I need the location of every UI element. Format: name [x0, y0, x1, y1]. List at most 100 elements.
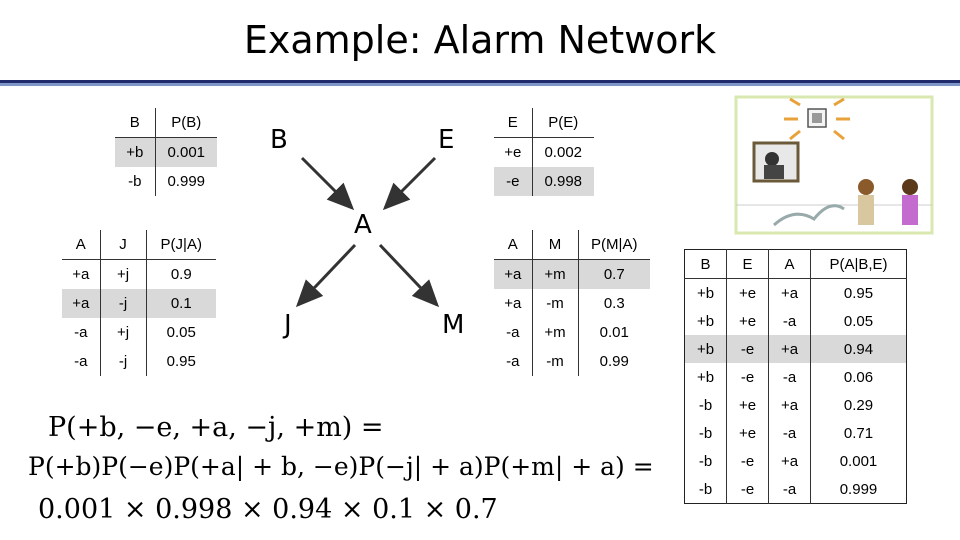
table-cell: +b — [696, 284, 715, 302]
table-cell: +a — [72, 266, 90, 283]
table-cell: -e — [726, 447, 769, 475]
table-p-j-given-a: A J P(J|A) +a +j 0.9 +a -j 0.1 -a +j 0.0… — [62, 230, 216, 376]
table-header: B — [684, 249, 727, 279]
table-cell: -b — [698, 396, 713, 414]
node-a: A — [354, 210, 372, 240]
table-cell: -a — [506, 324, 520, 341]
table-cell: +a — [504, 295, 522, 312]
table-cell: -e — [726, 363, 769, 391]
table-cell: +b — [684, 335, 727, 363]
table-cell: 0.29 — [810, 391, 907, 419]
table-header: P(J|A) — [145, 230, 216, 260]
edge-b-a — [300, 156, 355, 211]
table-p-m-given-a: A M P(M|A) +a +m 0.7 +a -m 0.3 -a +m 0.0… — [494, 230, 650, 376]
equation-line-3: 0.001 × 0.998 × 0.94 × 0.1 × 0.7 — [38, 494, 498, 525]
table-cell: -b — [128, 173, 142, 190]
table-cell: +e — [726, 307, 769, 335]
edge-a-m — [378, 243, 440, 308]
table-cell: 0.001 — [810, 447, 907, 475]
table-cell: 0.06 — [810, 363, 907, 391]
table-cell: -m — [531, 289, 578, 318]
table-p-a-given-b-e: B E A P(A|B,E) +b +e +a 0.95 +b +e -a 0.… — [684, 249, 907, 504]
table-header: A — [62, 230, 100, 260]
table-cell: -a — [74, 353, 88, 370]
table-cell: 0.3 — [577, 289, 650, 318]
table-cell: -b — [698, 424, 713, 442]
node-e: E — [438, 125, 455, 155]
table-cell: 0.95 — [145, 347, 216, 376]
table-cell: +a — [494, 259, 532, 289]
table-header: J — [99, 230, 146, 260]
table-cell: 0.002 — [531, 137, 594, 167]
table-cell: +a — [768, 278, 811, 307]
table-cell: -e — [494, 167, 532, 196]
alarm-icon — [784, 97, 850, 141]
table-header: P(A|B,E) — [810, 249, 907, 279]
table-header: P(E) — [531, 108, 594, 138]
people-icon — [858, 179, 918, 225]
table-header: E — [726, 249, 769, 279]
table-cell: 0.001 — [154, 137, 217, 167]
table-cell: +b — [115, 137, 155, 167]
table-cell: -a — [768, 475, 811, 504]
table-header: P(M|A) — [577, 230, 650, 260]
edge-e-a — [382, 156, 437, 211]
table-cell: -b — [698, 480, 713, 498]
table-cell: -m — [531, 347, 578, 376]
table-cell: 0.999 — [810, 475, 907, 504]
table-cell: 0.01 — [577, 318, 650, 347]
table-cell: +m — [531, 259, 578, 289]
table-cell: 0.71 — [810, 419, 907, 447]
table-cell: 0.95 — [810, 278, 907, 307]
table-cell: -j — [99, 347, 146, 376]
table-cell: 0.05 — [145, 318, 216, 347]
table-cell: +a — [768, 335, 811, 363]
table-header: P(B) — [154, 108, 217, 138]
table-cell: +a — [768, 447, 811, 475]
table-cell: +a — [768, 391, 811, 419]
table-header: A — [494, 230, 532, 260]
slide-title: Example: Alarm Network — [243, 18, 717, 62]
table-cell: 0.7 — [577, 259, 650, 289]
table-cell: -b — [698, 452, 713, 470]
equation-line-1: P(+b, −e, +a, −j, +m) = — [48, 412, 384, 443]
table-cell: 0.1 — [145, 289, 216, 318]
table-cell: 0.9 — [145, 259, 216, 289]
edge-a-j — [295, 243, 357, 308]
table-cell: 0.05 — [810, 307, 907, 335]
table-cell: -a — [768, 419, 811, 447]
table-cell: -e — [726, 335, 769, 363]
table-cell: +e — [726, 419, 769, 447]
table-header: M — [531, 230, 578, 260]
table-header: A — [768, 249, 811, 279]
table-cell: 0.998 — [531, 167, 594, 196]
table-cell: -a — [768, 363, 811, 391]
table-cell: 0.94 — [810, 335, 907, 363]
node-b: B — [270, 125, 288, 155]
table-cell: +e — [504, 144, 522, 161]
table-cell: +a — [62, 289, 100, 318]
table-cell: 0.99 — [577, 347, 650, 376]
table-cell: 0.999 — [154, 167, 217, 196]
node-m: M — [442, 310, 465, 340]
table-cell: +e — [726, 278, 769, 307]
table-cell: -a — [74, 324, 88, 341]
table-cell: +j — [99, 318, 146, 347]
table-p-b: B P(B) +b 0.001 -b 0.999 — [115, 108, 217, 196]
table-cell: -a — [506, 353, 520, 370]
equation-line-2: P(+b)P(−e)P(+a| + b, −e)P(−j| + a)P(+m| … — [28, 452, 654, 481]
title-rule — [0, 80, 960, 83]
window-burglar-icon — [752, 141, 800, 183]
table-cell: +m — [531, 318, 578, 347]
table-cell: +b — [696, 312, 715, 330]
table-header: E — [494, 108, 532, 138]
table-cell: -j — [99, 289, 146, 318]
table-p-e: E P(E) +e 0.002 -e 0.998 — [494, 108, 594, 196]
node-j: J — [284, 310, 292, 340]
table-cell: +e — [726, 391, 769, 419]
table-cell: -e — [726, 475, 769, 504]
table-cell: +b — [696, 368, 715, 386]
alarm-scene-illustration — [734, 95, 934, 235]
table-cell: -a — [768, 307, 811, 335]
